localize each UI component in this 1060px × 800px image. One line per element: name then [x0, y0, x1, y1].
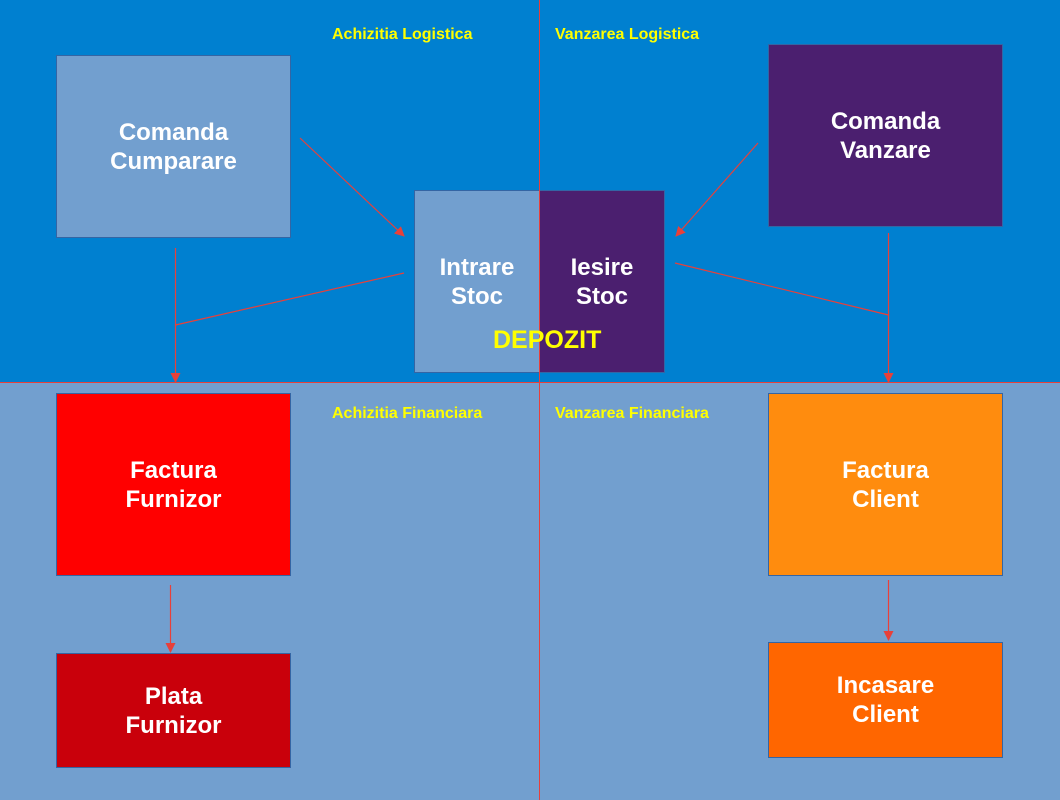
- arrow-comanda-vanzare-to-iesire-stoc: [675, 142, 759, 237]
- section-label-achizitia-financiara: Achizitia Financiara: [332, 405, 483, 422]
- plata-furnizor-box: Plata Furnizor: [56, 653, 291, 768]
- factura-client-label: Factura Client: [842, 456, 929, 513]
- factura-client-box: Factura Client: [768, 393, 1003, 576]
- intrare-stoc-box: Intrare Stoc: [414, 190, 540, 373]
- factura-furnizor-label: Factura Furnizor: [125, 456, 222, 513]
- comanda-cumparare-box: Comanda Cumparare: [56, 55, 291, 238]
- line-iesire-stoc-to-junction: [674, 262, 889, 316]
- incasare-client-label: Incasare Client: [836, 672, 935, 728]
- comanda-cumparare-label: Comanda Cumparare: [110, 118, 237, 175]
- arrow-comanda-cumparare-to-intrare-stoc: [299, 137, 405, 237]
- line-intrare-stoc-to-junction: [175, 272, 405, 326]
- iesire-stoc-label: Iesire Stoc: [570, 254, 634, 310]
- section-label-vanzarea-logistica: Vanzarea Logistica: [555, 26, 700, 43]
- section-label-vanzarea-financiara: Vanzarea Financiara: [555, 405, 709, 422]
- intrare-stoc-label: Intrare Stoc: [439, 254, 515, 310]
- factura-furnizor-box: Factura Furnizor: [56, 393, 291, 576]
- incasare-client-box: Incasare Client: [768, 642, 1003, 758]
- plata-furnizor-label: Plata Furnizor: [125, 682, 222, 739]
- comanda-vanzare-label: Comanda Vanzare: [830, 107, 941, 164]
- depozit-label: DEPOZIT: [493, 326, 602, 354]
- comanda-vanzare-box: Comanda Vanzare: [768, 44, 1003, 227]
- section-label-achizitia-logistica: Achizitia Logistica: [332, 26, 473, 43]
- iesire-stoc-box: Iesire Stoc: [539, 190, 665, 373]
